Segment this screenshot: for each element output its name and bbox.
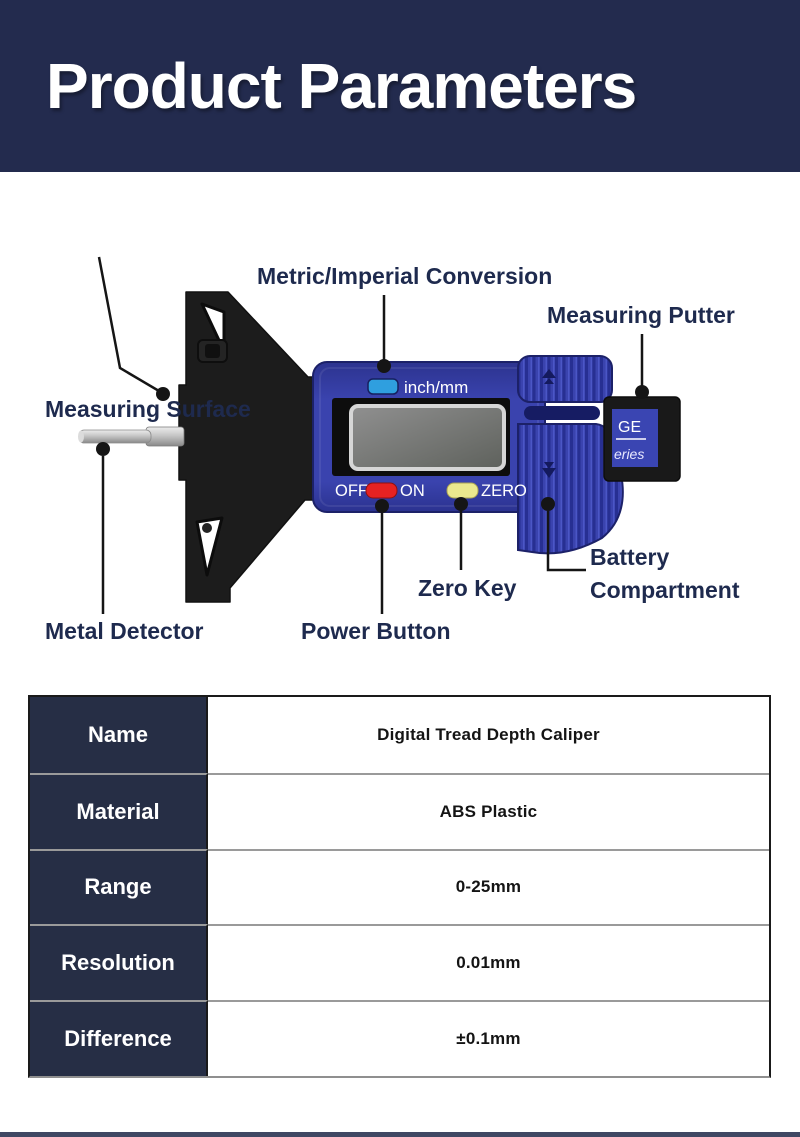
spec-row-name-label: Name xyxy=(30,697,208,773)
button-row: OFF ON ZERO xyxy=(335,482,527,500)
unit-conversion-button: inch/mm xyxy=(367,378,468,397)
off-label: OFF xyxy=(335,482,368,500)
spec-row-material-value: ABS Plastic xyxy=(208,772,769,849)
unit-button-label: inch/mm xyxy=(404,378,468,397)
spec-row-resolution-label: Resolution xyxy=(30,924,208,1001)
page-title: Product Parameters xyxy=(46,50,637,122)
spec-row-name-value: Digital Tread Depth Caliper xyxy=(377,724,600,744)
label-battery-line1: Battery xyxy=(590,544,670,570)
spec-row-difference-label: Difference xyxy=(30,1000,208,1076)
battery-compartment xyxy=(517,355,624,555)
spec-row-resolution-value: 0.01mm xyxy=(208,924,769,1000)
label-battery-compartment: Battery Compartment xyxy=(590,541,740,607)
callout-dot-metal-detector xyxy=(96,442,110,456)
product-diagram: GE eries inch/mm OFF ON ZERO xyxy=(0,172,800,682)
label-metal-detector: Metal Detector xyxy=(45,618,204,644)
label-measuring-surface: Measuring Surface xyxy=(45,396,251,422)
callout-dot-measuring-putter xyxy=(635,385,649,399)
spec-row-range-value: 0-25mm xyxy=(208,848,769,925)
slider-brand-text: GE xyxy=(618,419,641,436)
callout-dot-metric-imperial xyxy=(377,359,391,373)
spec-row-material-label: Material xyxy=(30,772,208,849)
callout-line-battery xyxy=(546,511,586,572)
battery-arrow-icon xyxy=(542,369,556,478)
label-measuring-putter: Measuring Putter xyxy=(547,302,735,328)
caliper-illustration: GE eries inch/mm OFF ON ZERO xyxy=(78,256,681,614)
callout-dot-battery xyxy=(541,497,555,511)
label-zero-key: Zero Key xyxy=(418,575,517,601)
callout-dot-zero-key xyxy=(454,497,468,511)
zero-button-yellow xyxy=(446,482,479,499)
measuring-putter-slider: GE eries xyxy=(603,396,681,482)
spec-row-range-label: Range xyxy=(30,848,208,925)
spec-table: Name Digital Tread Depth Caliper Materia… xyxy=(28,695,771,1078)
header-banner: Product Parameters xyxy=(0,0,800,172)
power-button-red xyxy=(365,482,398,499)
label-power-button: Power Button xyxy=(301,618,451,644)
label-battery-line2: Compartment xyxy=(590,577,740,603)
callout-line-measuring-surface xyxy=(97,256,160,393)
callout-dot-measuring-surface xyxy=(156,387,170,401)
on-label: ON xyxy=(400,482,425,500)
callout-dot-power-button xyxy=(375,499,389,513)
label-metric-imperial-conversion: Metric/Imperial Conversion xyxy=(257,263,553,289)
callout-dots xyxy=(96,359,649,513)
bracket-bottom-hole xyxy=(195,516,224,577)
lcd-display xyxy=(332,398,510,476)
bracket-body xyxy=(178,291,341,603)
callout-lines xyxy=(97,256,644,614)
metal-detector-pin xyxy=(78,426,185,447)
zero-label: ZERO xyxy=(481,482,527,500)
bottom-divider-bar xyxy=(0,1132,800,1137)
slider-series-text: eries xyxy=(614,446,644,462)
spec-row-difference-value: ±0.1mm xyxy=(208,1000,769,1076)
